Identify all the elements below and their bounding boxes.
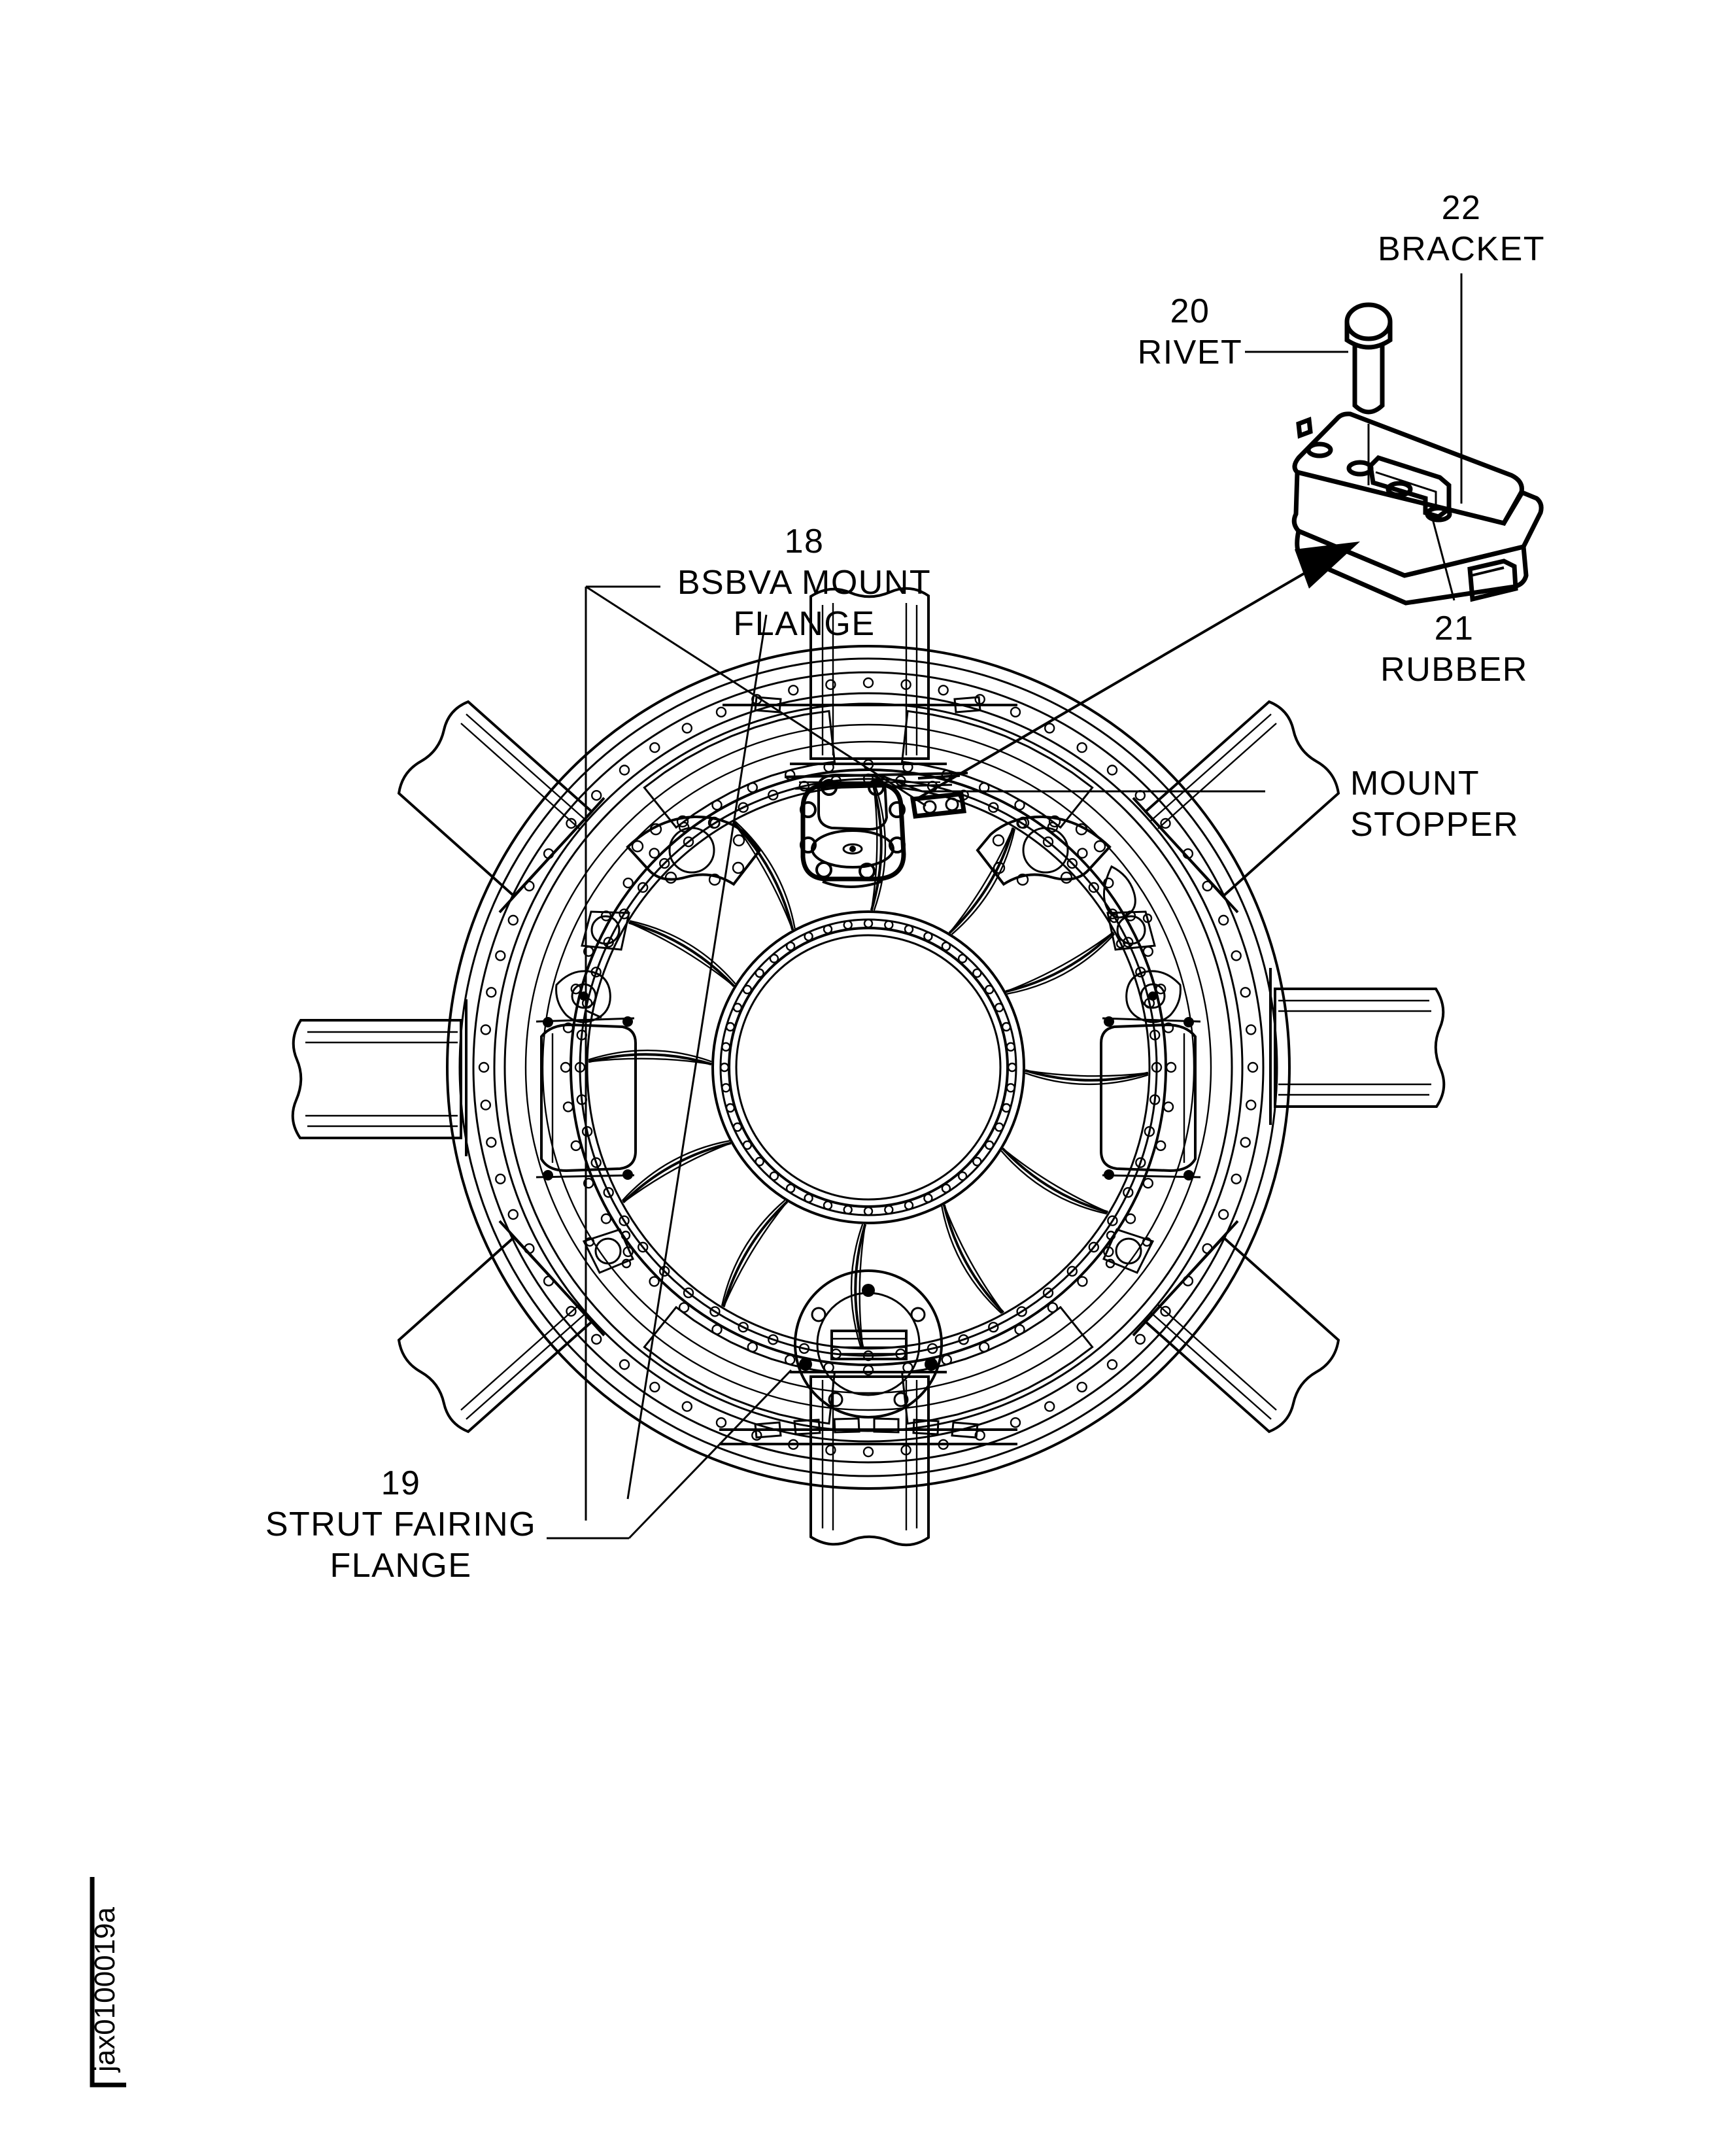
- callout-21-number: 21: [1435, 610, 1474, 647]
- callout-21-line1: RUBBER: [1380, 651, 1528, 689]
- figure-id-text: jax0100019a: [89, 1906, 121, 2073]
- strut-left: [291, 999, 468, 1156]
- outlet-guide-vanes: [588, 787, 1149, 1348]
- outer-case-ring: [446, 645, 1291, 1490]
- boss-upper-left: [626, 815, 762, 886]
- mount-stopper-boss: [784, 772, 968, 888]
- detail-leader-lines: [1245, 273, 1463, 601]
- boss-left-mid: [581, 910, 630, 951]
- callout-mount-stopper-line1: MOUNT: [1350, 765, 1480, 802]
- callout-20-number: 20: [1170, 292, 1210, 330]
- callout-22-line1: BRACKET: [1378, 230, 1545, 268]
- access-panel-right: [1100, 1016, 1201, 1180]
- bracket-slot: [1368, 455, 1452, 519]
- callout-20-line1: RIVET: [1138, 334, 1243, 371]
- callout-19-line1: STRUT FAIRING: [265, 1506, 536, 1543]
- rubber-pad: [1467, 559, 1518, 602]
- mount-stopper-bracket: [910, 774, 967, 819]
- callout-18-line1: BSBVA MOUNT: [677, 564, 931, 602]
- bracket-detail: [1291, 411, 1544, 606]
- detail-pointer-arrow: [917, 542, 1360, 799]
- callout-19-line2: FLANGE: [330, 1547, 471, 1585]
- boss-right-mid: [1106, 910, 1156, 951]
- callout-mount-stopper-line2: STOPPER: [1350, 806, 1519, 844]
- hub-ring: [711, 910, 1025, 1224]
- callout-18-line2: FLANGE: [733, 605, 875, 643]
- boss-lower-right: [1102, 1228, 1155, 1274]
- callout-22-number: 22: [1442, 189, 1482, 227]
- callout-19-number: 19: [381, 1464, 421, 1502]
- strut-upper-right: [1132, 700, 1340, 914]
- lower-access-port: [794, 1269, 943, 1419]
- boss-right: [1125, 970, 1182, 1024]
- mid-band-arcs: [524, 723, 1212, 1411]
- callout-18-number: 18: [785, 523, 825, 560]
- boss-upper-right: [976, 815, 1136, 919]
- bottom-flange-rivets: [719, 1417, 1017, 1445]
- strut-lower-right: [1132, 1220, 1340, 1434]
- strut-fairing-panels: [643, 710, 1094, 1425]
- mount-bosses: [555, 815, 1182, 1274]
- rivet-detail: [1344, 302, 1393, 485]
- strut-bottom: [790, 1371, 947, 1547]
